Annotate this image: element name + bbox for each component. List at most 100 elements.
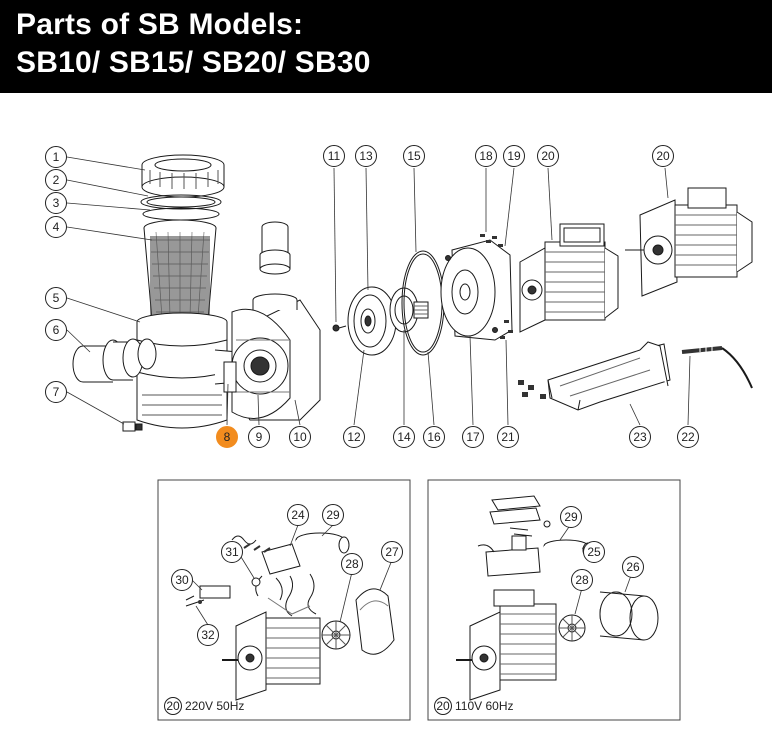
- callout-circle: [423, 426, 445, 448]
- callout-circle: [403, 145, 425, 167]
- part-motor: [519, 223, 619, 333]
- panel-220v: [157, 479, 411, 721]
- callout-number: 28: [575, 573, 589, 587]
- callout-circle: [571, 569, 593, 591]
- part-motor-base: [547, 341, 671, 411]
- callout-number: 16: [427, 430, 441, 444]
- callout-circle: [677, 426, 699, 448]
- callout-number: 1: [53, 150, 60, 164]
- callout-number: 6: [53, 323, 60, 337]
- callout-5: 5: [45, 287, 67, 309]
- callout-circle: [323, 145, 345, 167]
- callout-circle: [45, 146, 67, 168]
- callout-29b: 29: [560, 506, 582, 528]
- callout-circle: [503, 145, 525, 167]
- callout-circle: [475, 145, 497, 167]
- callout-circle: [171, 569, 193, 591]
- callout-17: 17: [462, 426, 484, 448]
- callout-circle: [45, 287, 67, 309]
- callout-number: 26: [626, 560, 640, 574]
- part-seal-plate: [440, 239, 513, 341]
- callout-number: 25: [587, 545, 601, 559]
- callout-circle: [355, 145, 377, 167]
- part-impeller: [389, 287, 429, 333]
- callout-circle: [393, 426, 415, 448]
- callout-4: 4: [45, 216, 67, 238]
- part-motor-alt: [625, 187, 753, 297]
- callout-circle: [322, 504, 344, 526]
- part-power-cable: [681, 344, 753, 389]
- part-drain-plug: [122, 421, 143, 432]
- callout-number: 20: [436, 699, 450, 713]
- callout-12: 12: [343, 426, 365, 448]
- callout-number: 20: [656, 149, 670, 163]
- callout-20: 20: [537, 145, 559, 167]
- callout-number: 12: [347, 430, 361, 444]
- callout-6: 6: [45, 319, 67, 341]
- callout-number: 8: [224, 430, 231, 444]
- callout-circle: [164, 697, 182, 715]
- callout-9: 9: [248, 426, 270, 448]
- callout-circle: [341, 553, 363, 575]
- callout-23: 23: [629, 426, 651, 448]
- callout-circle: [537, 145, 559, 167]
- callout-16: 16: [423, 426, 445, 448]
- callout-circle: [45, 169, 67, 191]
- callout-circle: [462, 426, 484, 448]
- callout-circle: [560, 506, 582, 528]
- callout-circle: [45, 319, 67, 341]
- callout-29: 29: [322, 504, 344, 526]
- callout-number: 13: [359, 149, 373, 163]
- callout-20L: 20: [164, 697, 182, 715]
- part-inlet-union: [72, 338, 157, 383]
- panel-110v-voltage: 110V 60Hz: [455, 699, 514, 713]
- callout-number: 4: [53, 220, 60, 234]
- callout-circle: [289, 426, 311, 448]
- panel-220v-voltage: 220V 50Hz: [185, 699, 245, 713]
- callout-number: 31: [225, 545, 239, 559]
- title-line-2: SB10/ SB15/ SB20/ SB30: [16, 46, 371, 79]
- callout-31: 31: [221, 541, 243, 563]
- callout-14: 14: [393, 426, 415, 448]
- callout-25: 25: [583, 541, 605, 563]
- callout-20c: 20: [652, 145, 674, 167]
- callout-circle: [343, 426, 365, 448]
- callout-7: 7: [45, 381, 67, 403]
- callout-number: 30: [175, 573, 189, 587]
- callout-19: 19: [503, 145, 525, 167]
- panel-220v-caption: 220V 50Hz: [185, 699, 244, 713]
- callout-number: 20: [541, 149, 555, 163]
- callout-number: 10: [293, 430, 307, 444]
- callout-circle: [652, 145, 674, 167]
- part-screws: [480, 234, 513, 339]
- callout-21: 21: [497, 426, 519, 448]
- part-diffuser: [347, 286, 397, 356]
- callout-number: 11: [328, 149, 341, 163]
- callout-30: 30: [171, 569, 193, 591]
- callout-circle: [381, 541, 403, 563]
- callout-circle: [497, 426, 519, 448]
- callout-number: 27: [385, 545, 399, 559]
- callout-28b: 28: [571, 569, 593, 591]
- callout-circle: [434, 697, 452, 715]
- callout-circle: [622, 556, 644, 578]
- callout-number: 2: [53, 173, 60, 187]
- callout-number: 14: [397, 430, 411, 444]
- callout-circle: [287, 504, 309, 526]
- callout-number: 18: [479, 149, 493, 163]
- callout-circle: [629, 426, 651, 448]
- part-strainer-housing: [136, 312, 239, 429]
- callout-number: 20: [166, 699, 180, 713]
- callout-circle: [197, 624, 219, 646]
- part-strainer-basket: [143, 219, 217, 327]
- title-line-1: Parts of SB Models:: [16, 8, 304, 41]
- callout-24: 24: [287, 504, 309, 526]
- callout-13: 13: [355, 145, 377, 167]
- callout-3: 3: [45, 192, 67, 214]
- callout-1: 1: [45, 146, 67, 168]
- part-lid-seal: [140, 194, 222, 221]
- callout-number: 28: [345, 557, 359, 571]
- callout-27: 27: [381, 541, 403, 563]
